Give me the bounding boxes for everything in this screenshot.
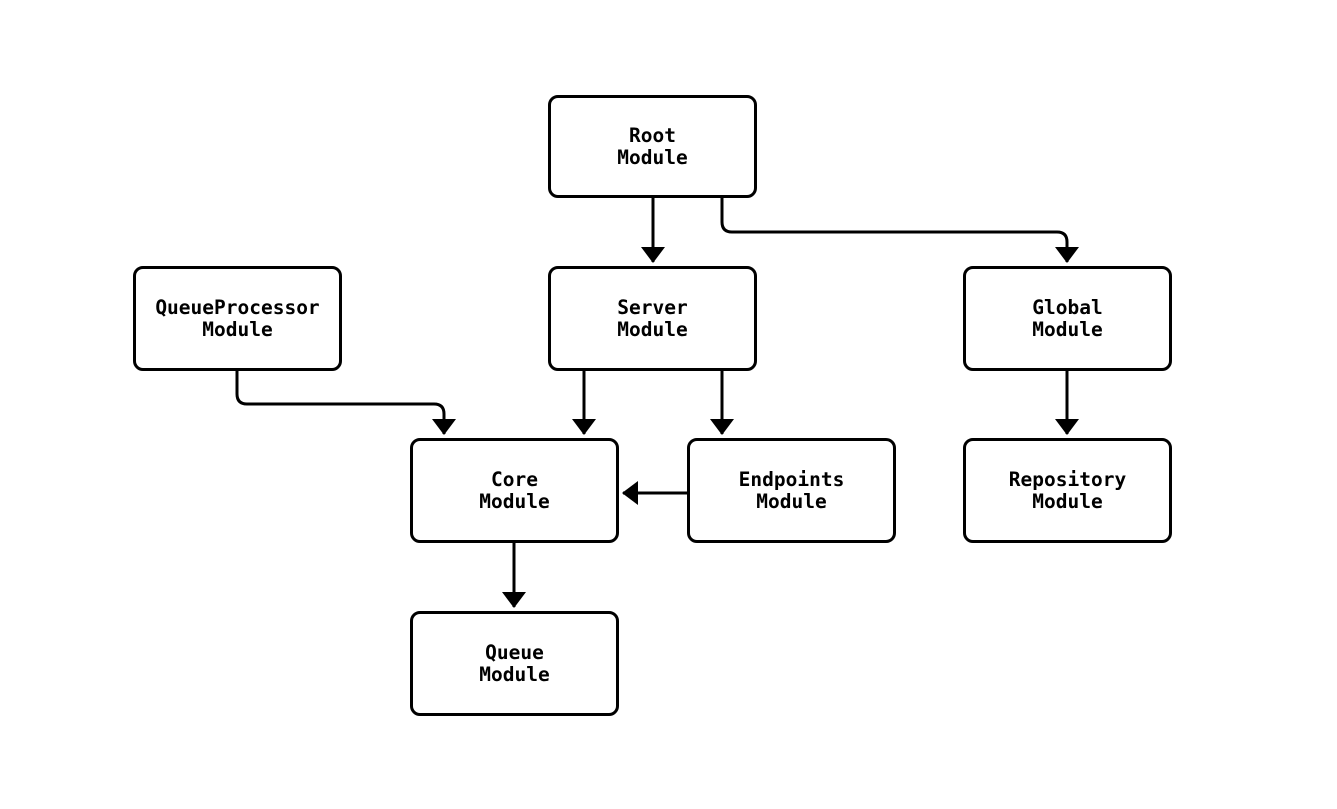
node-global-module: Global Module: [963, 266, 1172, 371]
node-repository-module: Repository Module: [963, 438, 1172, 543]
node-endpoints-module: Endpoints Module: [687, 438, 896, 543]
node-label: Server Module: [617, 295, 688, 341]
node-queue-module: Queue Module: [410, 611, 619, 716]
node-label: Core Module: [479, 467, 550, 513]
node-label: Repository Module: [1008, 467, 1127, 513]
edge-queueprocessor-to-core: [235, 371, 456, 435]
node-label: QueueProcessor Module: [155, 295, 320, 341]
node-label: Endpoints Module: [738, 467, 845, 513]
node-server-module: Server Module: [548, 266, 757, 371]
node-root-module: Root Module: [548, 95, 757, 198]
node-label: Root Module: [617, 123, 688, 169]
node-label: Global Module: [1032, 295, 1103, 341]
node-label: Queue Module: [479, 640, 550, 686]
node-queueprocessor-module: QueueProcessor Module: [133, 266, 342, 371]
edge-root-to-global: [720, 198, 1079, 263]
node-core-module: Core Module: [410, 438, 619, 543]
